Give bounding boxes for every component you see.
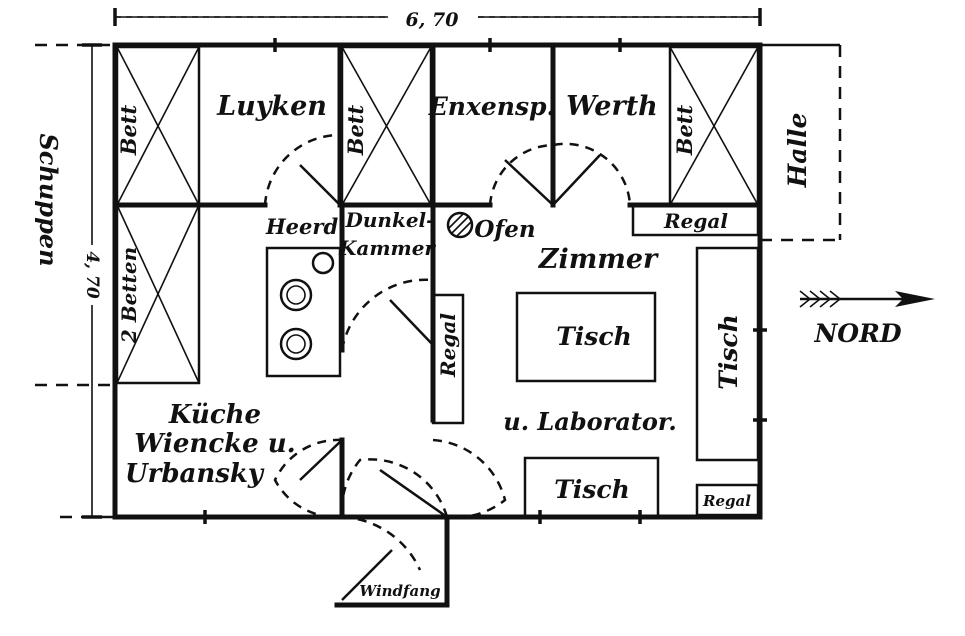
label-laborator: u. Laborator.: [503, 407, 676, 436]
bed-left-top: Bett: [115, 45, 201, 207]
shelf-small-label: Regal: [702, 492, 751, 510]
shelf-top-label: Regal: [663, 209, 728, 233]
north-arrow-icon: [799, 290, 935, 308]
label-kammer: Kammer: [338, 236, 436, 260]
bed-right: Bett: [668, 45, 760, 207]
shelf-small: Regal: [695, 483, 760, 517]
shelf-top: Regal: [631, 203, 760, 237]
bed-left-bottom: 2 Betten: [115, 203, 201, 385]
label-halle: Halle: [783, 113, 812, 189]
bed-label-3: Bett: [672, 104, 697, 156]
label-kueche-2: Wiencke u.: [134, 429, 295, 459]
outer-walls: [112, 38, 767, 524]
dimension-width: 6, 70: [113, 8, 762, 31]
dimension-height: 4, 70: [82, 43, 102, 519]
label-schuppen: Schuppen: [34, 133, 63, 266]
shed-outline: Schuppen: [34, 43, 115, 519]
table-center: Tisch: [515, 291, 657, 383]
compass-label: NORD: [813, 319, 901, 348]
table-bottom: Tisch: [523, 456, 660, 519]
dimension-height-label: 4, 70: [82, 251, 102, 298]
oven: [446, 211, 474, 239]
table-right-label: Tisch: [714, 314, 743, 390]
label-zimmer: Zimmer: [538, 244, 659, 275]
stove: [265, 246, 342, 378]
bed-label-2betten: 2 Betten: [117, 247, 141, 344]
label-luyken: Luyken: [216, 91, 327, 122]
label-kueche-3: Urbansky: [125, 459, 265, 489]
door-swings: [263, 133, 632, 601]
shelf-middle: Regal: [431, 293, 465, 425]
table-center-label: Tisch: [556, 322, 632, 351]
table-right: Tisch: [695, 246, 760, 462]
halle-annex: Halle: [760, 43, 842, 242]
label-werth: Werth: [566, 91, 658, 122]
bed-label-2: Bett: [343, 104, 368, 156]
label-kueche-1: Küche: [168, 400, 261, 430]
label-windfang: Windfang: [359, 582, 440, 600]
bed-middle: Bett: [340, 45, 433, 207]
dimension-width-label: 6, 70: [406, 9, 459, 31]
label-enxensp: Enxensp.: [428, 92, 555, 121]
label-dunkel: Dunkel-: [345, 208, 435, 232]
label-ofen: Ofen: [474, 216, 535, 243]
bed-label-1: Bett: [116, 104, 141, 156]
shelf-middle-label: Regal: [436, 313, 460, 378]
table-bottom-label: Tisch: [554, 475, 630, 504]
label-heerd: Heerd: [265, 214, 339, 239]
